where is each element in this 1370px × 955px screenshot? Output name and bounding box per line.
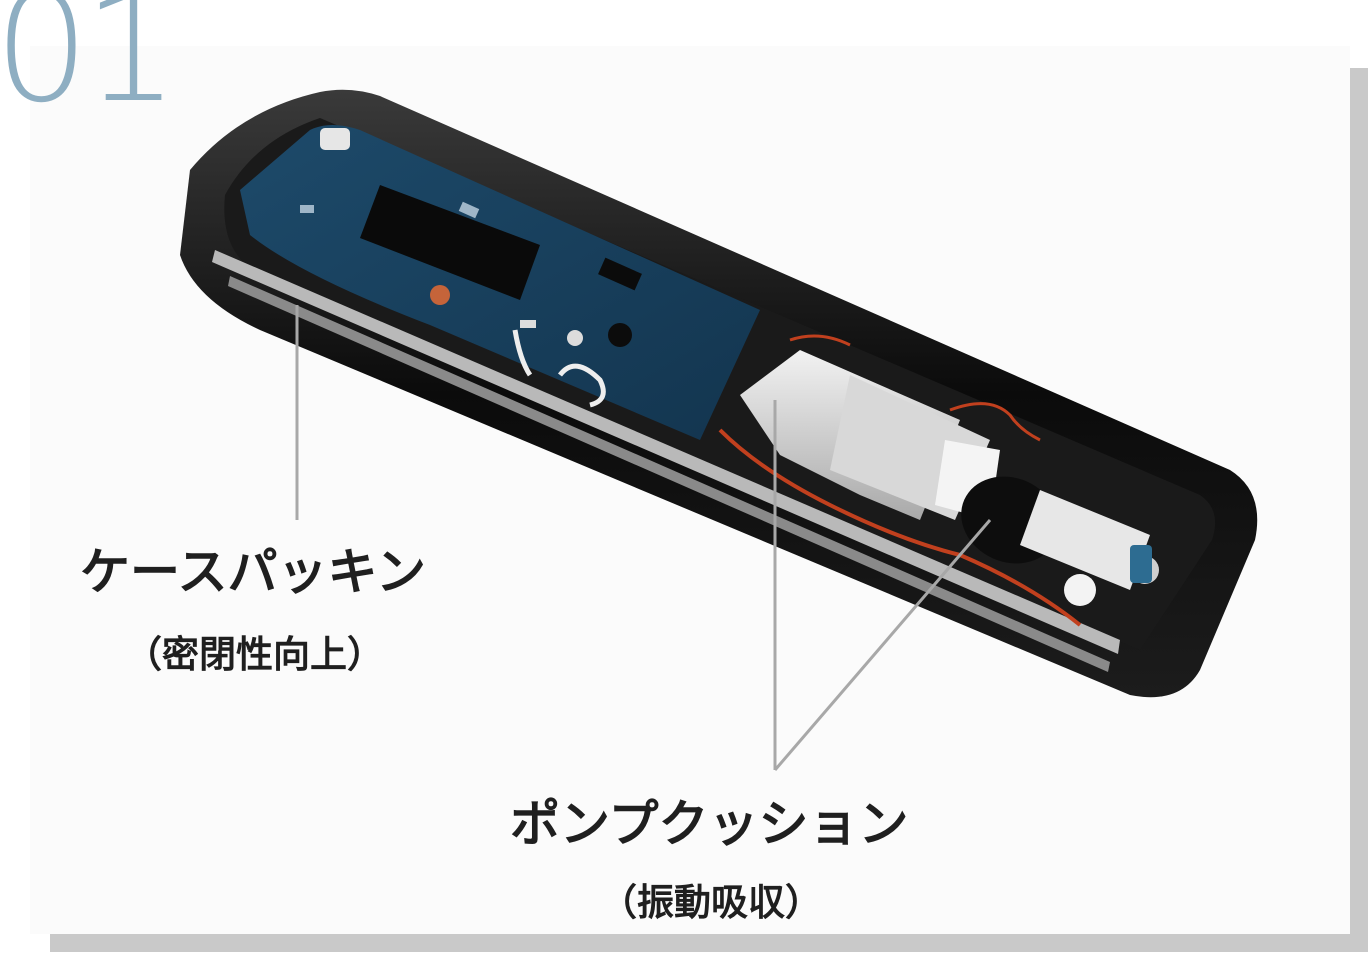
step-number: 01 bbox=[0, 0, 179, 136]
callout-pump-cushion-label: ポンプクッション bbox=[510, 795, 909, 853]
callout-case-packing-sub: （密閉性向上） bbox=[125, 633, 384, 676]
pcb-display bbox=[360, 185, 540, 300]
case-packing bbox=[212, 250, 1120, 654]
callout-case-packing-label: ケースパッキン bbox=[80, 543, 426, 601]
callout-pump-cushion-sub: （振動吸収） bbox=[600, 881, 822, 924]
leader-line-pump-right bbox=[773, 519, 992, 771]
